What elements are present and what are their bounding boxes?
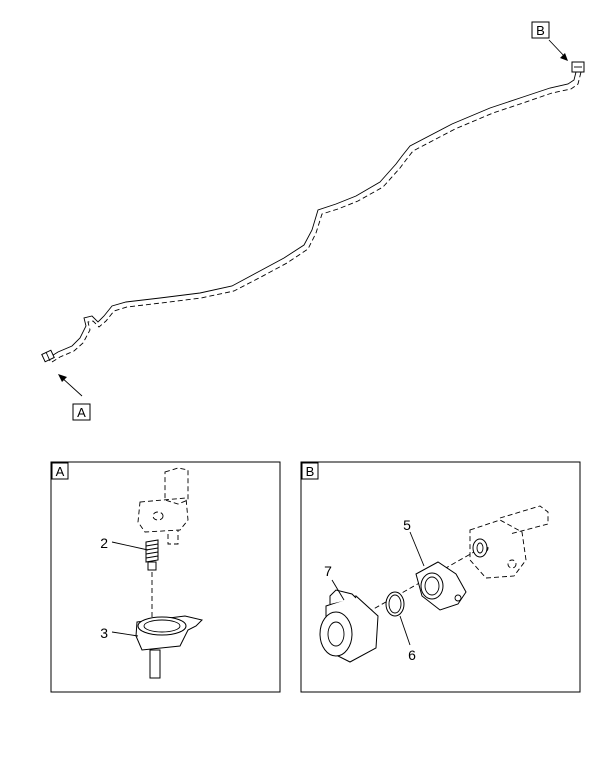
brake-line-overview: A B	[41, 21, 585, 421]
mating-housing	[469, 505, 549, 579]
part-5-label: 5	[403, 517, 411, 533]
bleeder-cap	[135, 615, 203, 679]
bleeder-screw	[145, 539, 159, 571]
brake-line-tube	[49, 71, 577, 358]
part-3-label: 3	[100, 625, 108, 641]
detail-b-tag: B	[306, 464, 315, 479]
o-ring	[385, 591, 405, 617]
flange-gasket	[415, 561, 467, 611]
mounting-bracket-a	[137, 467, 189, 545]
fitting-a	[41, 349, 55, 363]
detail-b-panel: B 5 6	[300, 461, 581, 693]
detail-a-tag: A	[56, 464, 65, 479]
callout-a-label: A	[77, 405, 86, 420]
callout-b: B	[531, 21, 568, 61]
callout-b-label: B	[536, 23, 545, 38]
detail-a-panel: A 2 3	[50, 461, 281, 693]
part-7-label: 7	[324, 563, 332, 579]
callout-a: A	[58, 374, 91, 421]
part-2-label: 2	[100, 535, 108, 551]
valve-body	[319, 589, 379, 663]
fitting-b	[571, 61, 585, 73]
part-6-label: 6	[408, 647, 416, 663]
